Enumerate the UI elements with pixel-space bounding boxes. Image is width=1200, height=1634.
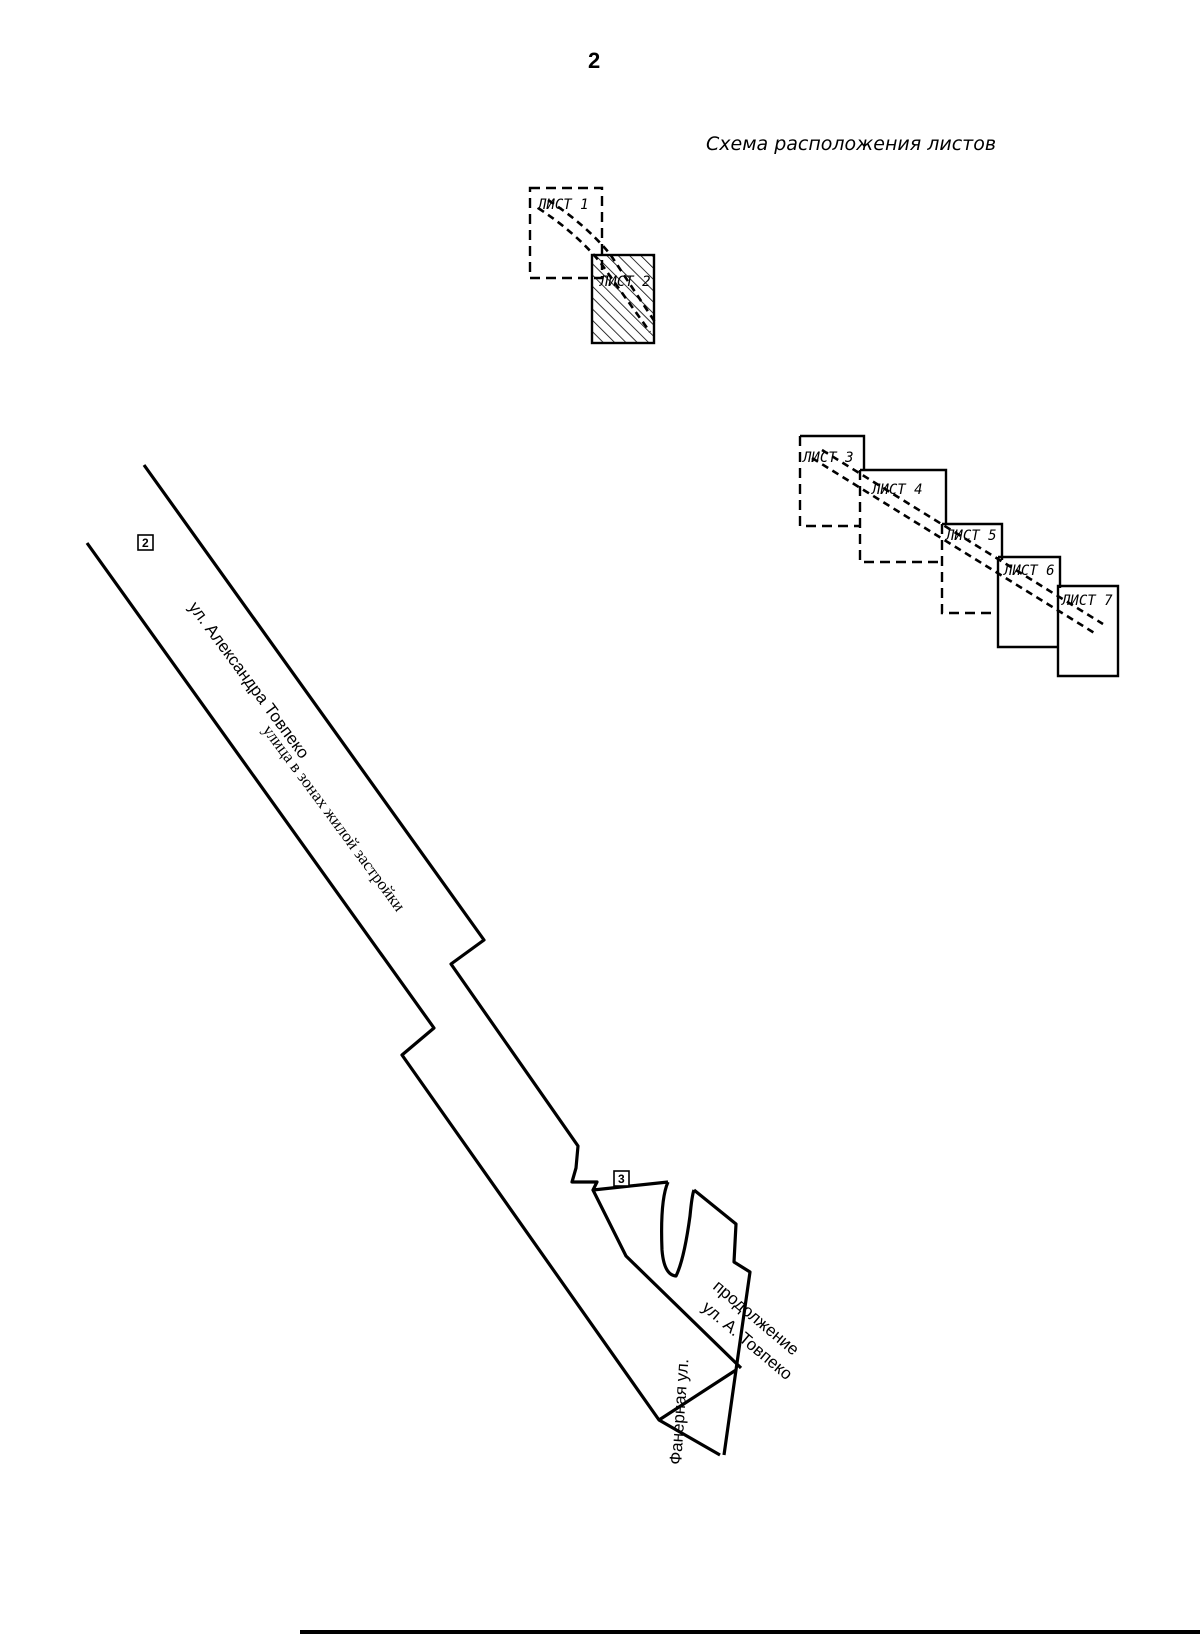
zone-marker-3: 3 [613, 1170, 630, 1187]
street-name-label: ул. Александра Товпеко [185, 598, 313, 762]
sheet-5: ЛИСТ 5 [940, 522, 1004, 615]
sheet-3: ЛИСТ 3 [798, 434, 866, 528]
branch-road [591, 1189, 743, 1370]
parcel-loop [660, 1181, 696, 1278]
sheet-2: ЛИСТ 2 [590, 253, 656, 345]
sheet-scheme-upper: ЛИСТ 1 ЛИСТ 2 [528, 186, 657, 345]
zone-marker-3-label: 3 [618, 1172, 625, 1186]
sheet-scheme-lower: ЛИСТ 3 ЛИСТ 4 ЛИСТ 5 ЛИСТ 6 ЛИСТ 7 [798, 434, 1120, 678]
sheet-3-label: ЛИСТ 3 [802, 450, 854, 466]
sheet-4-label: ЛИСТ 4 [871, 482, 923, 498]
page-number: 2 [588, 48, 601, 73]
street-boundary-south [85, 542, 721, 1457]
zone-marker-2: 2 [137, 534, 154, 551]
sheet-4: ЛИСТ 4 [858, 468, 948, 564]
street-corridor-scheme-3 [811, 456, 1097, 636]
street-plan [85, 464, 752, 1457]
side-street-line [658, 1368, 737, 1422]
sheet-7: ЛИСТ 7 [1056, 584, 1120, 678]
sheet-5-label: ЛИСТ 5 [945, 528, 997, 544]
sheet-7-label: ЛИСТ 7 [1061, 593, 1113, 609]
sheet-6: ЛИСТ 6 [996, 555, 1062, 649]
street-boundary-north [142, 464, 669, 1192]
bottom-rule [300, 1630, 1200, 1634]
zone-marker-2-label: 2 [142, 536, 149, 550]
extension-parcel [692, 1188, 752, 1456]
side-street-label: Фанерная ул. [666, 1358, 692, 1465]
scheme-title: Схема расположения листов [706, 133, 997, 155]
sheet-6-label: ЛИСТ 6 [1003, 563, 1055, 579]
